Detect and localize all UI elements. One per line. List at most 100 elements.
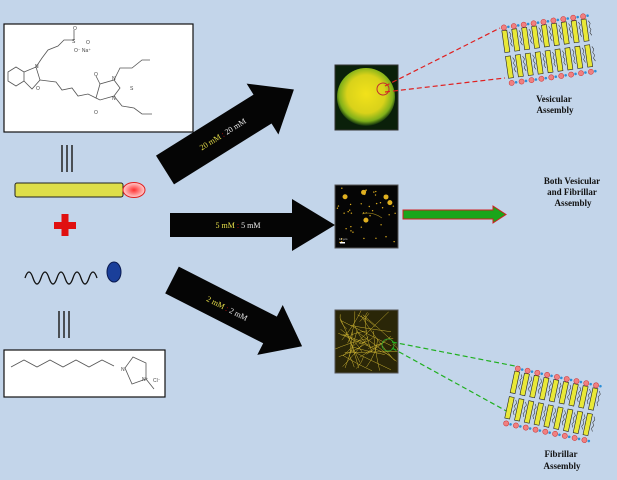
fibril <box>349 356 355 368</box>
alkyl-chain <box>561 410 566 426</box>
alkyl-chain <box>557 382 562 398</box>
alkyl-chain <box>528 376 533 392</box>
alkyl-chain <box>518 374 523 390</box>
fibril <box>341 334 350 336</box>
particle <box>371 210 374 212</box>
fibril <box>366 338 378 368</box>
svg-text:N: N <box>35 64 39 70</box>
dye-rod <box>533 402 544 426</box>
dye-head <box>522 424 529 431</box>
dye-rod <box>572 410 584 434</box>
imidazolium-head <box>540 372 544 376</box>
alkyl-chain <box>537 378 542 394</box>
imidazolium-head <box>587 439 591 443</box>
imidazolium-head <box>589 382 592 386</box>
imidazolium-head <box>574 72 577 76</box>
arrow-2mM: 2 mM : 2 mM <box>165 266 303 355</box>
svg-text:N: N <box>112 76 116 82</box>
imidazolium-head <box>507 25 510 29</box>
alkyl-chain <box>558 24 563 40</box>
particle <box>342 194 348 200</box>
particle <box>337 205 340 207</box>
svg-text:N⁺: N⁺ <box>142 377 149 383</box>
imidazolium-head <box>560 376 563 380</box>
particle <box>350 225 352 228</box>
particle <box>363 237 365 240</box>
dye-rod <box>519 372 530 397</box>
fibril <box>373 331 380 371</box>
label-both: Both Vesicular and Fibrillar Assembly <box>544 176 602 208</box>
green-arrow <box>402 205 507 224</box>
svg-text:O: O <box>94 110 98 116</box>
imidazolium-head <box>566 17 570 20</box>
fibril <box>368 342 382 349</box>
fibrillar-assembly-schematic <box>503 365 602 443</box>
dye-rod <box>501 29 511 53</box>
dye-head <box>548 74 555 81</box>
fibril <box>360 315 395 361</box>
fibril <box>354 325 369 347</box>
alkyl-chain <box>581 414 586 430</box>
alkyl-chain <box>508 31 513 47</box>
micrograph-mixed: 10 µm <box>334 184 399 249</box>
fibril <box>352 346 385 355</box>
fibril <box>359 312 368 322</box>
dye-head <box>593 382 599 389</box>
svg-text:S: S <box>72 39 76 45</box>
particle <box>343 212 345 214</box>
fibril <box>349 349 391 370</box>
dye-head <box>510 23 517 29</box>
imidazolium-head <box>579 380 583 384</box>
dye-rod <box>564 47 574 71</box>
svg-text:5 mM : 5 mM: 5 mM : 5 mM <box>216 221 261 230</box>
imidazolium-head <box>546 19 550 23</box>
particle <box>349 203 352 206</box>
dye-head <box>578 70 584 77</box>
alkyl-chain <box>586 388 591 405</box>
fibril <box>342 311 389 357</box>
fibril <box>363 313 370 321</box>
fibril <box>340 329 363 353</box>
imidazolium-head <box>554 75 558 79</box>
imidazolium-head <box>550 374 553 378</box>
dye-head <box>558 73 565 79</box>
dye-head <box>563 376 570 382</box>
particle <box>379 202 382 204</box>
dye-head <box>581 437 588 443</box>
particle <box>336 207 339 209</box>
dye-head <box>580 13 586 20</box>
alkyl-chain <box>552 51 557 67</box>
micrograph-fibrils <box>334 309 399 374</box>
particle <box>360 203 362 205</box>
particle <box>380 224 382 226</box>
particle <box>341 187 343 189</box>
particle <box>375 190 377 193</box>
imidazolium-head <box>567 435 571 439</box>
alkyl-chain <box>578 21 583 37</box>
svg-text:O: O <box>94 72 98 78</box>
dye-rod <box>504 396 515 420</box>
dye-head <box>540 19 547 25</box>
dye-rod <box>539 376 550 401</box>
equivalence-mark-top <box>61 145 73 172</box>
dye-head <box>514 365 521 372</box>
fibril <box>340 320 392 347</box>
alkyl-chain <box>552 408 556 424</box>
alkyl-chain <box>596 391 601 407</box>
imidazolium-head <box>516 24 520 27</box>
particle <box>365 190 367 192</box>
dye-head <box>528 77 535 84</box>
svg-text:O: O <box>36 86 40 92</box>
imidazolium-head <box>530 370 534 373</box>
imidazolium-head <box>528 427 532 430</box>
particle <box>369 215 371 217</box>
dye-rod <box>521 26 530 51</box>
dye-rod <box>505 55 514 79</box>
dye-head <box>571 435 578 441</box>
particle <box>381 207 384 209</box>
dye-rod <box>509 370 520 394</box>
label-fibrillar: Fibrillar Assembly <box>543 449 581 471</box>
dye-rod <box>543 404 554 428</box>
dye-rod <box>529 374 540 399</box>
